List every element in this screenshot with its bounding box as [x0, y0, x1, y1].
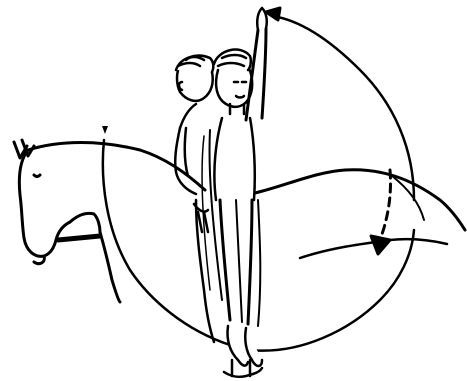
- downbeat-marker-icon: [102, 126, 108, 134]
- dashed-arrow-icon: [371, 170, 391, 254]
- arc-arrow-head-icon: [266, 8, 280, 20]
- movement-arc: [103, 16, 414, 351]
- back-vaulter: [175, 56, 214, 342]
